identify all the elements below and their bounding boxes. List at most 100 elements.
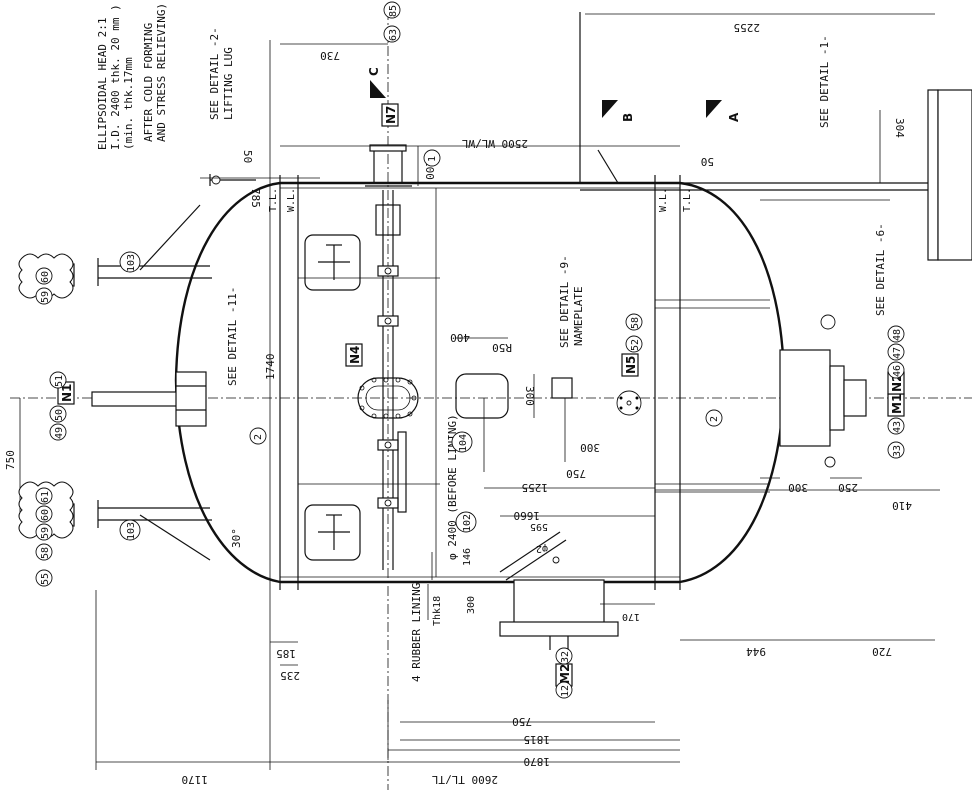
balloon-46: 46 [892, 365, 903, 377]
dim-50b: 50 [701, 155, 714, 168]
note-head-2: I.D. 2400 thk. 20 mm ) [109, 4, 122, 150]
dim-2500: 2500 WL/WL [461, 137, 528, 150]
nozzle-m1-n2 [779, 314, 867, 468]
balloon-48: 48 [892, 329, 903, 341]
dim-thk: Thk18 [432, 596, 443, 626]
balloon-49: 49 [54, 427, 65, 439]
note-detail-11: SEE DETAIL -11- [226, 287, 239, 386]
dim-angle: 30° [230, 528, 243, 548]
balloon-50: 50 [54, 409, 65, 421]
balloon-33: 33 [892, 445, 903, 457]
dim-2600: 2600 TL/TL [431, 773, 498, 786]
tag-n1: N1 [60, 384, 74, 402]
dim-785: 785 [249, 188, 262, 208]
dim-304: 304 [893, 118, 906, 138]
notes: ELLIPSOIDAL HEAD 2:1 I.D. 2400 thk. 20 m… [96, 3, 887, 682]
tag-m1: M1 [890, 394, 904, 414]
section-c: C [367, 67, 381, 76]
dim-185: 185 [276, 647, 296, 660]
lifting-lug [209, 174, 256, 186]
note-detail-1: SEE DETAIL -1- [818, 35, 831, 128]
tag-n4: N4 [348, 346, 362, 364]
balloon-55: 55 [40, 573, 51, 585]
dim-50a: 50 [241, 150, 254, 163]
item-balloons: 1 2 2 103 103 104 102 49 50 51 59 60 59 … [35, 1, 905, 699]
balloon-102: 102 [462, 514, 473, 532]
balloon-85: 85 [388, 5, 399, 17]
tag-n2: N2 [890, 374, 904, 392]
dim-1740: 1740 [264, 354, 277, 381]
balloon-61: 61 [40, 491, 51, 503]
balloon-12: 12 [560, 685, 571, 697]
section-b: B [621, 113, 635, 122]
dim-720: 720 [872, 645, 892, 658]
note-tl-left: T.L. [268, 188, 279, 212]
balloon-60a: 60 [40, 271, 51, 283]
dimension-text: 2255 730 50 785 200 304 2500 WL/WL 50 17… [4, 21, 912, 786]
note-head-5: AND STRESS RELIEVING) [155, 3, 168, 142]
balloon-52: 52 [630, 339, 641, 351]
dim-1870: 1870 [524, 755, 551, 768]
section-flags [370, 80, 722, 118]
note-head-3: (min. thk.17mm [122, 57, 135, 150]
strip-left [397, 431, 407, 513]
dim-944: 944 [746, 645, 766, 658]
tag-n5: N5 [624, 356, 638, 374]
dimension-lines [19, 13, 940, 770]
dim-phi: φ2 [536, 543, 548, 554]
balloon-59a: 59 [40, 291, 51, 303]
nozzle-m2 [499, 579, 619, 650]
nozzle-n3 [97, 258, 212, 286]
balloon-2a: 2 [253, 434, 264, 440]
internal-support-bottom [304, 504, 361, 561]
balloon-103a: 103 [126, 254, 137, 272]
balloon-60b: 60 [40, 509, 51, 521]
balloon-1: 1 [427, 156, 438, 162]
vessel-shell [174, 175, 786, 590]
tag-n7: N7 [384, 106, 398, 124]
gusset-top [139, 204, 201, 271]
note-tl-right: T.L. [682, 188, 693, 212]
dim-300b: 300 [466, 596, 477, 614]
balloon-51: 51 [54, 375, 65, 387]
balloon-47: 47 [892, 347, 903, 359]
note-rubber-lining: 4 RUBBER LINING [410, 583, 423, 682]
dim-300v: 300 [523, 386, 536, 406]
dim-300h: 300 [580, 441, 600, 454]
dim-1660: 1660 [514, 509, 541, 522]
note-head-1: ELLIPSOIDAL HEAD 2:1 [96, 18, 109, 150]
dim-2255: 2255 [734, 21, 761, 34]
balloon-59b: 59 [40, 527, 51, 539]
dim-1815: 1815 [524, 733, 551, 746]
dim-750c: 750 [512, 715, 532, 728]
balloon-32: 32 [560, 651, 571, 663]
support-leg [579, 12, 972, 261]
note-detail-2: SEE DETAIL -2- [208, 27, 221, 120]
gusset-bottom [139, 514, 211, 561]
balloon-2b: 2 [709, 416, 720, 422]
balloon-103b: 103 [126, 522, 137, 540]
balloon-63: 63 [388, 29, 399, 41]
dim-595: 595 [530, 521, 548, 532]
note-detail-9: SEE DETAIL -9- [558, 255, 571, 348]
balloon-58a: 58 [40, 547, 51, 559]
balloon-58b: 58 [630, 317, 641, 329]
dim-170: 170 [622, 611, 640, 622]
balloon-43: 43 [892, 421, 903, 433]
note-wl-right: W.L. [658, 188, 669, 212]
dim-750b: 750 [566, 467, 586, 480]
balloon-104: 104 [458, 434, 469, 452]
note-head-4: AFTER COLD FORMING [142, 23, 155, 142]
note-wl-left: W.L. [286, 188, 297, 212]
internal-nozzle-102 [499, 531, 567, 581]
note-lifting-lug: LIFTING LUG [222, 47, 235, 120]
dim-1255: 1255 [522, 481, 549, 494]
dim-250: 250 [838, 481, 858, 494]
dim-r50: R50 [492, 341, 512, 354]
tag-m2: M2 [558, 664, 572, 684]
internal-support-top [304, 234, 361, 291]
dim-410: 410 [892, 499, 912, 512]
dim-146: 146 [462, 548, 473, 566]
section-a: A [727, 112, 741, 122]
